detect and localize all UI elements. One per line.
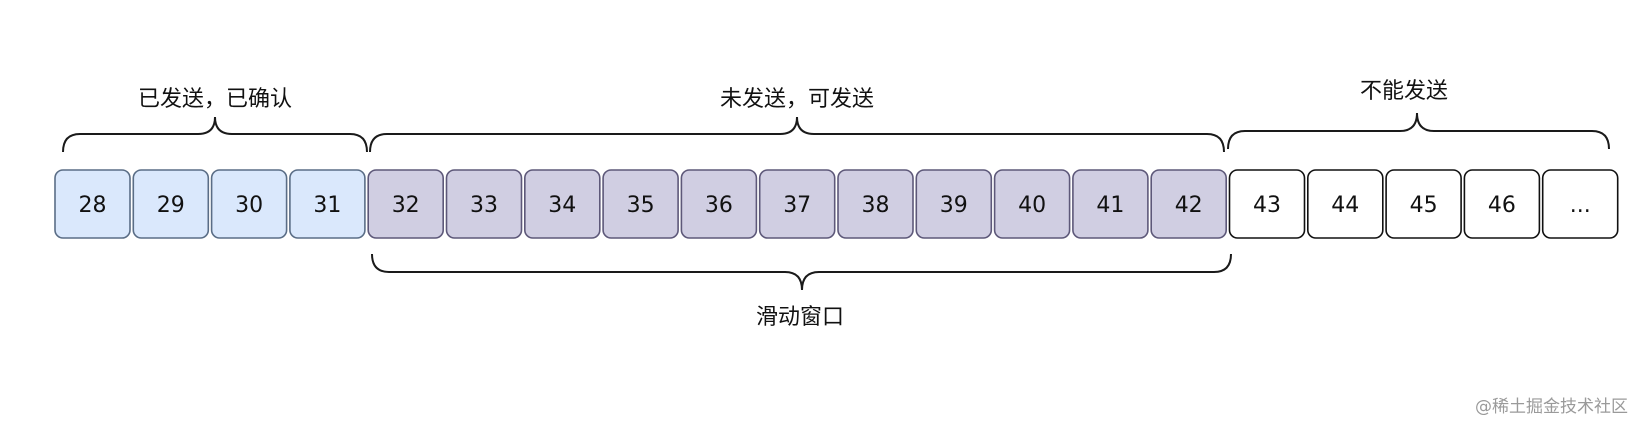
sequence-cell: 43 (1228, 169, 1306, 239)
sequence-cell: 44 (1307, 169, 1384, 239)
sequence-number-label: 39 (940, 193, 968, 218)
sequence-number-label: 44 (1331, 193, 1359, 218)
sequence-cell-box (1228, 169, 1306, 239)
sequence-number-label: ... (1570, 193, 1591, 218)
sequence-number-label: 28 (79, 193, 107, 218)
sendable-group-brace (369, 116, 1225, 153)
sequence-cell-box (993, 169, 1071, 239)
sequence-number-label: 40 (1018, 193, 1046, 218)
sequence-cell-box (289, 169, 366, 239)
sequence-cell: 36 (680, 169, 758, 239)
blocked-group-brace (1227, 112, 1610, 150)
sequence-cell: 35 (602, 169, 679, 239)
sequence-cell: 34 (523, 169, 601, 239)
sliding-window-label: 滑动窗口 (756, 305, 844, 330)
sequence-cell-box (680, 169, 758, 239)
sequence-cell: 46 (1463, 169, 1541, 239)
sequence-number-label: 33 (470, 193, 498, 218)
sequence-cell: 32 (367, 169, 445, 239)
sequence-cell: 41 (1072, 169, 1149, 239)
sequence-number-label: 36 (705, 193, 733, 218)
sequence-number-label: 46 (1488, 193, 1516, 218)
sequence-number-label: 30 (235, 193, 263, 218)
acked-group-brace (62, 116, 368, 153)
sequence-cell-box (1463, 169, 1541, 239)
sequence-number-label: 37 (783, 193, 811, 218)
sequence-cell: 37 (758, 169, 836, 239)
sequence-number-label: 31 (313, 193, 341, 218)
sliding-window-brace (371, 253, 1232, 291)
sequence-number-label: 34 (548, 193, 576, 218)
sequence-cell-box (210, 169, 288, 239)
sequence-number-label: 42 (1175, 193, 1203, 218)
sequence-cell: 42 (1150, 169, 1227, 239)
sequence-cell: 33 (445, 169, 523, 239)
sequence-cell-box (1385, 169, 1462, 239)
sequence-cell-box (445, 169, 523, 239)
sequence-cell-box (758, 169, 836, 239)
sequence-cell-box (132, 169, 210, 239)
sequence-number-label: 43 (1253, 193, 1281, 218)
sequence-number-label: 41 (1096, 193, 1124, 218)
sequence-cell: 29 (132, 169, 210, 239)
sequence-cell-box (602, 169, 679, 239)
acked-group-label: 已发送，已确认 (138, 87, 292, 112)
sequence-cell-box (1307, 169, 1384, 239)
sequence-cell-box (367, 169, 445, 239)
sequence-number-label: 38 (862, 193, 890, 218)
sequence-cell-box (1541, 169, 1619, 239)
sequence-cell-box (1150, 169, 1227, 239)
sequence-cell-box (837, 169, 914, 239)
blocked-group-label: 不能发送 (1360, 79, 1448, 104)
sequence-cell: 38 (837, 169, 914, 239)
sequence-cell: 40 (993, 169, 1071, 239)
sequence-cell: 28 (54, 169, 131, 239)
sequence-cell-box (1072, 169, 1149, 239)
sendable-group-label: 未发送，可发送 (720, 87, 874, 112)
sequence-cell-box (915, 169, 993, 239)
sequence-cell-box (54, 169, 131, 239)
sequence-number-label: 32 (392, 193, 420, 218)
sequence-number-label: 29 (157, 193, 185, 218)
sequence-number-label: 45 (1410, 193, 1438, 218)
sequence-cell-box (523, 169, 601, 239)
sequence-cell: 31 (289, 169, 366, 239)
sequence-cell: 39 (915, 169, 993, 239)
sequence-cell: ... (1541, 169, 1619, 239)
sequence-cell: 45 (1385, 169, 1462, 239)
watermark: @稀土掘金技术社区 (1475, 397, 1628, 417)
sequence-cell: 30 (210, 169, 288, 239)
sequence-number-cells: 28 29 30 31 32 33 34 35 36 37 38 39 40 41 42 43 44 45 46..… (54, 169, 1619, 239)
sequence-number-label: 35 (627, 193, 655, 218)
